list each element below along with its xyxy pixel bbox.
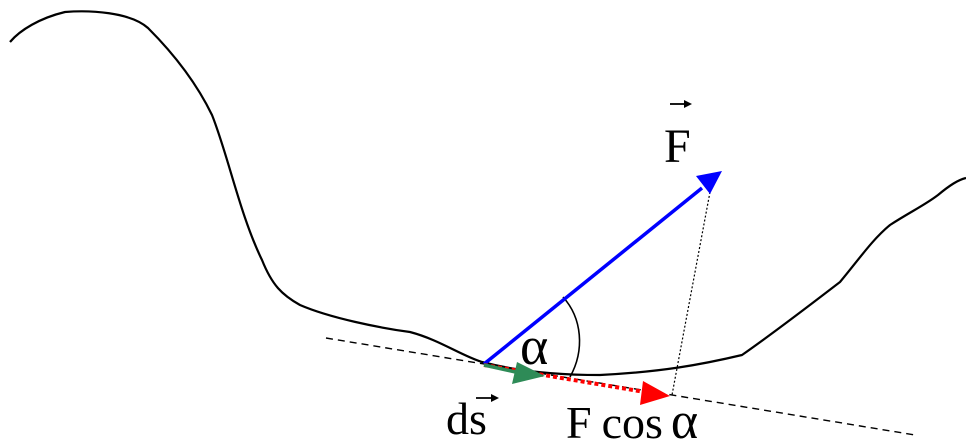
displacement-arrowhead [512,362,545,384]
force-arrowhead [696,171,722,194]
displacement-label: ds [446,393,487,443]
projection-label-alpha: α [671,393,698,443]
angle-label: α [520,316,548,376]
projection-label-F: F [566,397,592,443]
projection-arrowhead [640,381,670,405]
displacement-vector-line [483,363,521,375]
angle-arc [562,296,581,378]
perpendicular-line [671,191,711,396]
force-label: F [664,120,691,173]
force-vector-line [482,186,704,366]
force-label-arrow-icon [670,100,692,108]
projection-vector-line [483,363,646,394]
tangent-line [325,337,916,436]
projection-label-cos: cos [602,397,663,443]
path-curve [9,10,966,377]
displacement-label-arrow-icon [476,394,499,402]
